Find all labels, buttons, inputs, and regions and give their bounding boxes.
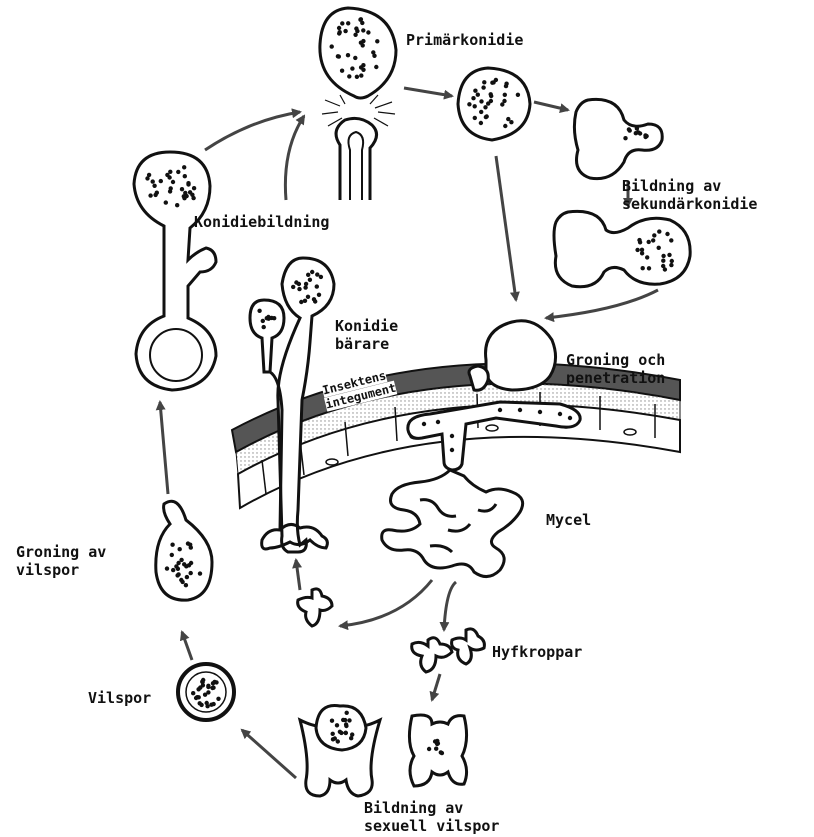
- mycelium: [382, 470, 523, 577]
- label-germination-penetration-2: penetration: [566, 370, 665, 387]
- label-primary-conidium: Primärkonidie: [406, 32, 523, 49]
- label-conidiophore-1: Konidie: [335, 318, 398, 335]
- hyphal-bodies: [298, 589, 485, 672]
- label-sexual-spore-2: sexuell vilspor: [364, 818, 499, 835]
- secondary-conidium-forming: [574, 99, 662, 178]
- discharge-lines: [322, 95, 395, 126]
- label-conidiogenesis: Konidiebildning: [194, 214, 329, 231]
- label-resting-spore: Vilspor: [88, 690, 151, 707]
- label-hyphal-bodies: Hyfkroppar: [492, 644, 582, 661]
- label-mycelium: Mycel: [546, 512, 591, 529]
- label-conidiophore-2: bärare: [335, 336, 389, 353]
- label-secondary-formation-1: Bildning av: [622, 178, 721, 195]
- conidium-forming-left: [134, 152, 216, 390]
- label-secondary-formation-2: sekundärkonidie: [622, 196, 757, 213]
- label-resting-spore-germination-1: Groning av: [16, 544, 106, 561]
- label-resting-spore-germination-2: vilspor: [16, 562, 79, 579]
- secondary-conidium-formed: [554, 211, 690, 286]
- label-sexual-spore-1: Bildning av: [364, 800, 463, 817]
- resting-spore: [178, 664, 234, 720]
- label-germination-penetration-1: Groning och: [566, 352, 665, 369]
